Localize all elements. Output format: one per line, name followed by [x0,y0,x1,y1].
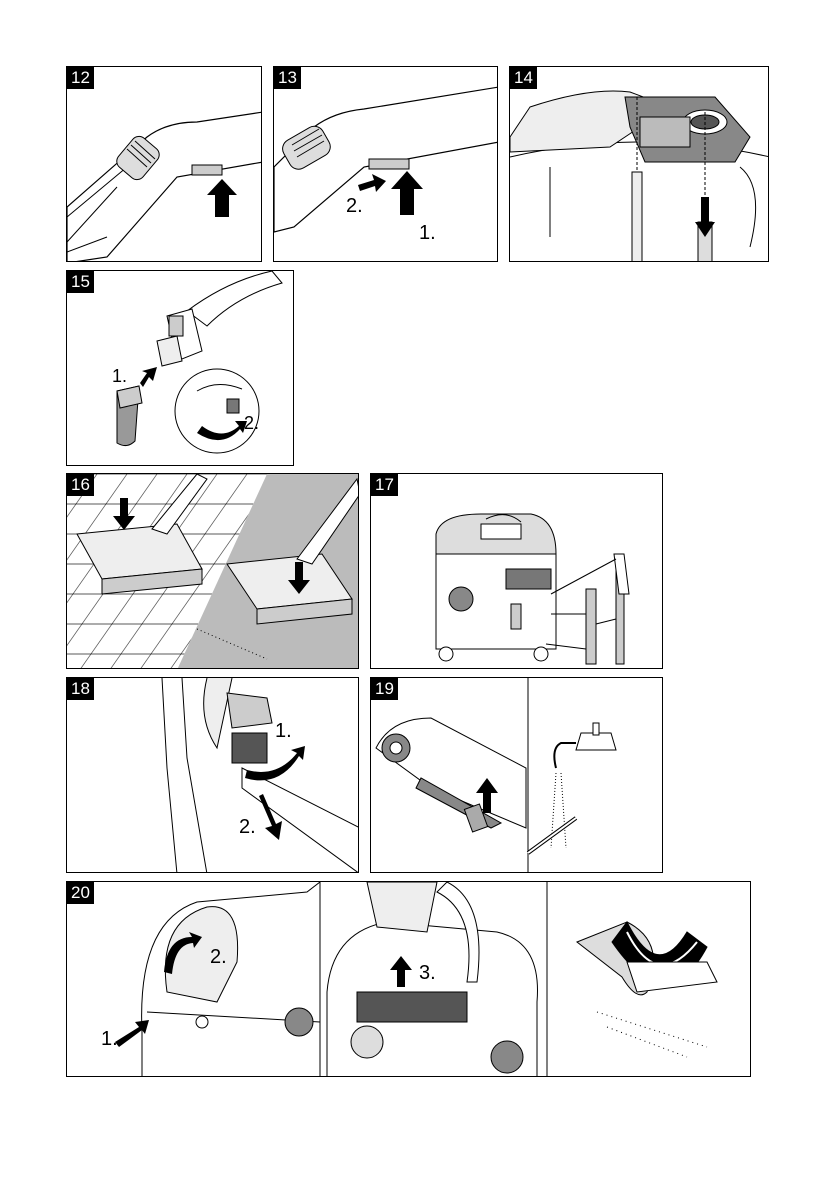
figure-14: 14 [509,66,769,262]
accessory-storage-illustration [371,474,663,669]
crevice-nozzle-illustration [67,271,294,466]
flat-pleated-filter-cleaning-illustration [371,678,663,873]
figure-number: 20 [67,882,94,904]
step-label: 1. [419,222,436,245]
figure-number: 12 [67,67,94,89]
figure-16: 16 [66,473,359,669]
floor-nozzle-illustration [67,474,359,669]
figure-number: 19 [371,678,398,700]
step-label: 2. [210,946,227,969]
figure-13: 13 2. 1. [273,66,498,262]
figure-17: 17 [370,473,663,669]
cartridge-filter-removal-illustration [67,882,751,1077]
step-label: 1. [275,720,292,743]
step-label: 2. [239,816,256,839]
figure-19: 19 [370,677,663,873]
step-label: 2. [346,195,363,218]
figure-18: 18 1. 2. [66,677,359,873]
vacuum-handle-illustration [67,67,262,262]
step-label: 1. [101,1028,118,1051]
drain-plug-illustration [67,678,359,873]
figure-number: 13 [274,67,301,89]
figure-number: 15 [67,271,94,293]
filter-bag-installation-illustration [510,67,769,262]
figure-12: 12 [66,66,262,262]
step-label: 3. [419,962,436,985]
vacuum-handle-illustration [274,67,498,262]
step-label: 1. [112,366,127,387]
figure-20: 20 2. 1. 3. [66,881,751,1077]
figure-15: 15 1. 2. [66,270,294,466]
figure-number: 18 [67,678,94,700]
figure-number: 14 [510,67,537,89]
figure-number: 17 [371,474,398,496]
step-label: 2. [244,413,259,434]
figure-number: 16 [67,474,94,496]
